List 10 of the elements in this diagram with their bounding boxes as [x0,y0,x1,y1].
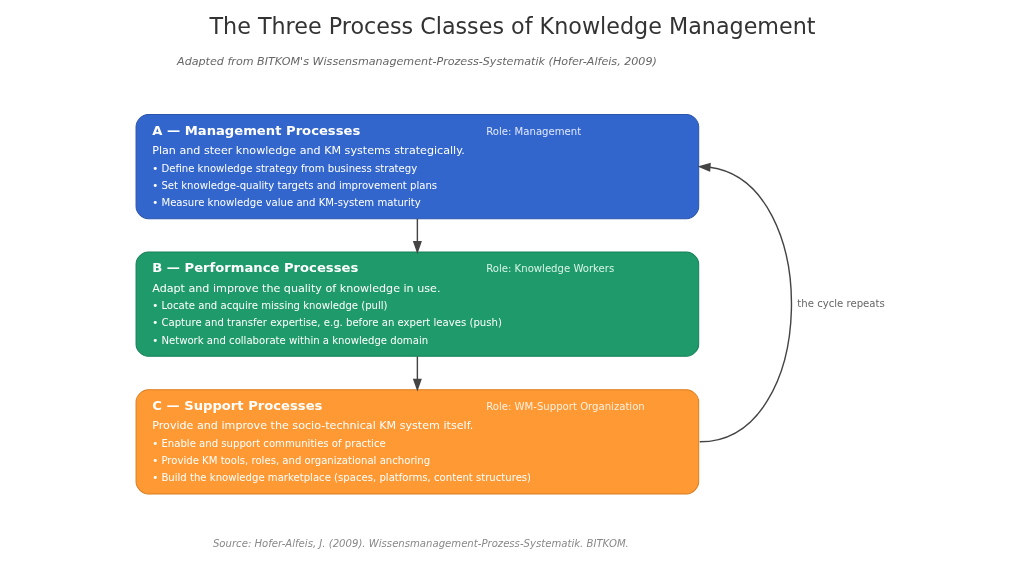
caption: Source: Hofer-Alfeis, J. (2009). Wissensmanagement-Prozess-Systematik. BITKOM. [212,538,629,550]
node-box: A — Management Processes Role: Management Plan and steer knowledge and KM systems strategically. • Define knowledge strategy from business strategy • Set knowledge-quality targets and improvement plans • Measure knowledge value and KM-system maturity [135,113,699,220]
diagram-title: The Three Process Classes of Knowledge Management [208,13,816,40]
arrow [412,355,422,392]
arrow [697,162,792,443]
node-box: B — Performance Processes Role: Knowledge Workers Adapt and improve the quality of knowledge in use. • Locate and acquire missing knowledge (pull) • Capture and transfer expertise, e.g. before an expert leaves (push) • Network and collaborate within a knowledge domain [135,251,699,357]
edge-label: the cycle repeats [796,298,885,310]
arrow [412,218,422,254]
node-box: C — Support Processes Role: WM-Support Organization Provide and improve the socio-technical KM system itself. • Enable and support communities of practice • Provide KM tools, roles, and organizational anchoring • Build the knowledge marketplace (spaces, platforms, content structures) [135,389,699,495]
label: Adapted from BITKOM's Wissensmanagement-Prozess-Systematik (Hofer-Alfeis, 2009) [176,54,657,68]
